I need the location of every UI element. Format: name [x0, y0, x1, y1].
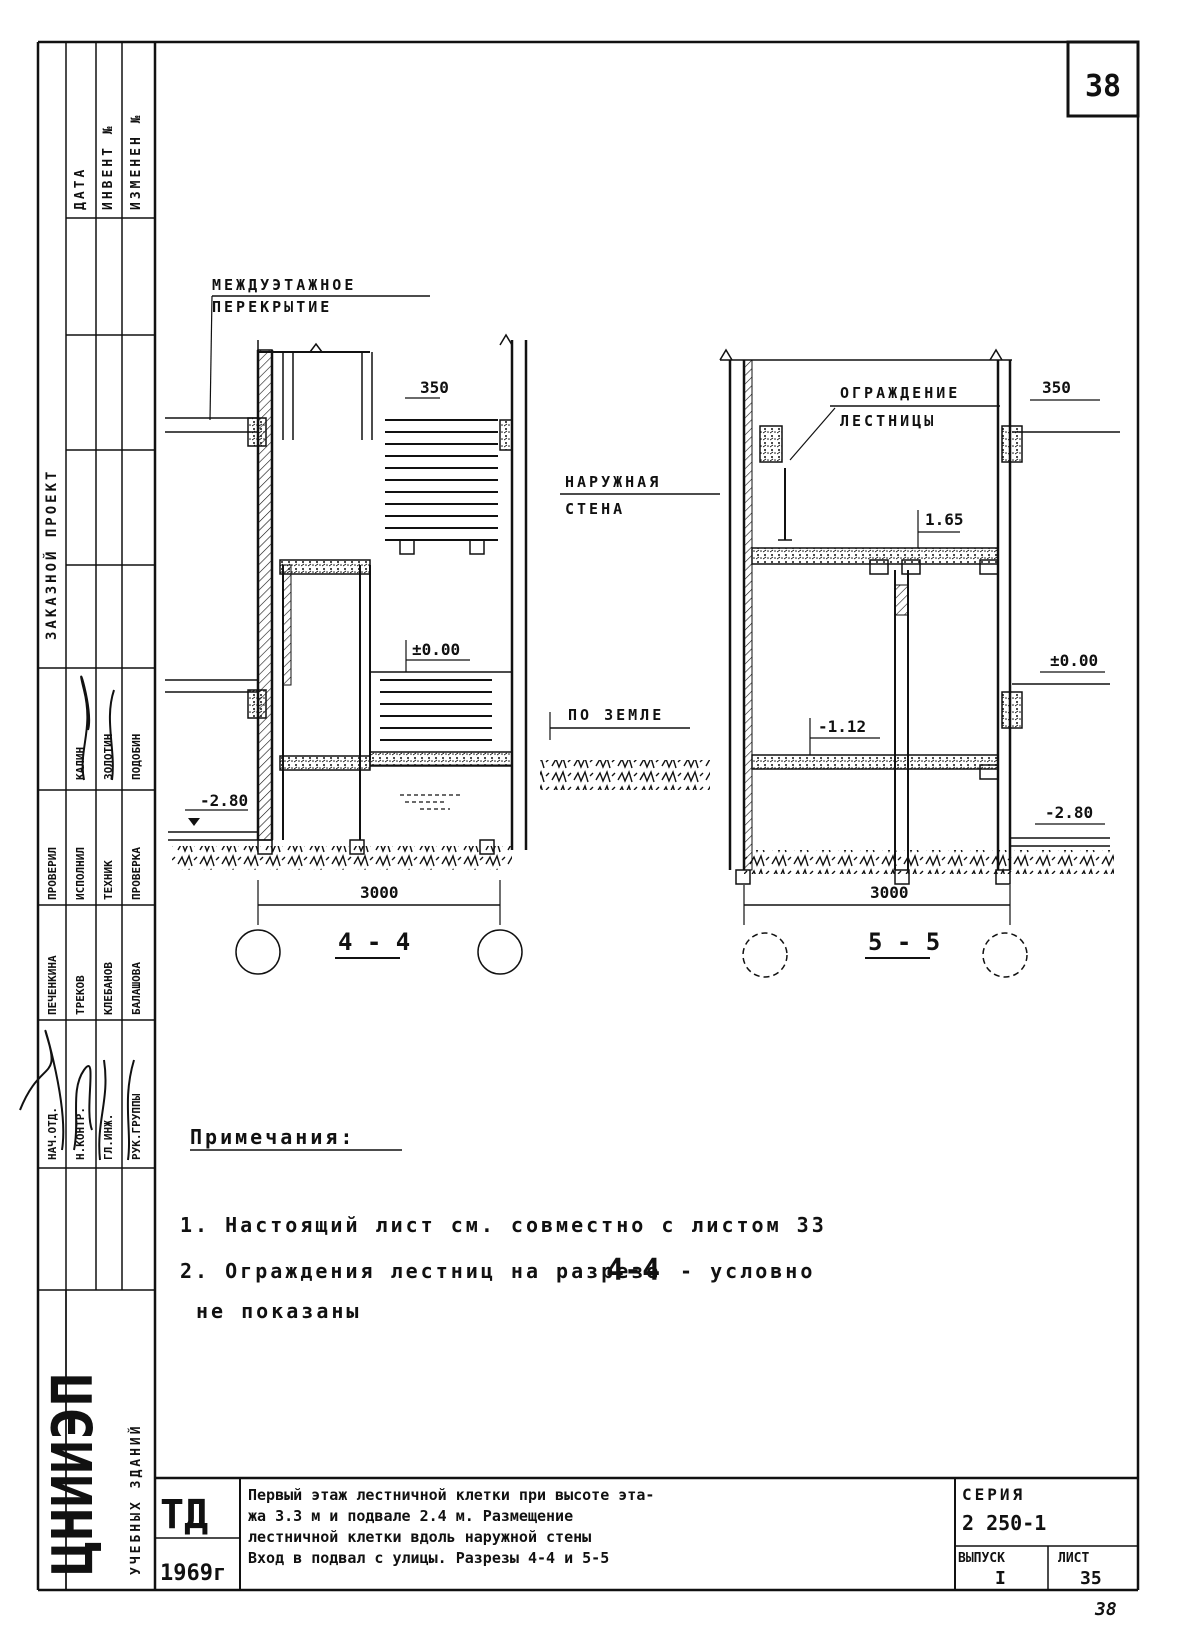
stamp-role-3: ГЛ.ИНЖ.	[102, 1114, 115, 1160]
dim-3000-left: 3000	[360, 883, 399, 902]
stamp-role-8: ПРОВЕРКА	[130, 847, 143, 900]
stamp-name-1: ТРЕКОВ	[74, 975, 87, 1015]
stamp-header-change: ИЗМЕНЕН №	[129, 113, 144, 210]
level-low-right: -2.80	[1045, 803, 1093, 822]
title-block	[155, 1476, 1138, 1590]
org-name: ЦНИИЭП	[41, 1373, 106, 1575]
dim-3000-right: 3000	[870, 883, 909, 902]
stamp-name-5: КАЛИН	[74, 747, 87, 780]
stamp-role-2: Н.КОНТР.	[74, 1107, 87, 1160]
label-outer-wall-1: НАРУЖНАЯ	[565, 473, 661, 491]
axis-circle-left-b	[477, 929, 523, 975]
label-ground: ПО ЗЕМЛЕ	[568, 706, 664, 724]
level-000-right: ±0.00	[1050, 651, 1098, 670]
label-stair-railing-2: ЛЕСТНИЦЫ	[840, 412, 936, 430]
title-code: ТД	[160, 1492, 208, 1538]
axis-circle-right-a	[742, 932, 788, 978]
sheet-number-bottom: 38	[1094, 1599, 1117, 1620]
handwritten-signatures	[19, 675, 135, 1161]
notes-heading: Примечания:	[190, 1125, 355, 1149]
note-2-line2: не показаны	[196, 1299, 361, 1323]
stamp-role-1: НАЧ.ОТД.	[46, 1107, 59, 1160]
title-line-1: Первый этаж лестничной клетки при высоте…	[248, 1486, 654, 1504]
stamp-role-4: РУК.ГРУППЫ	[130, 1093, 143, 1160]
level-low-left: -2.80	[200, 791, 248, 810]
stamp-header-date: ДАТА	[73, 167, 88, 210]
stamp-role-6: ИСПОЛНИЛ	[74, 847, 87, 900]
section-5-5-annotations: ОГРАЖДЕНИЕ ЛЕСТНИЦЫ 350 1.65 ±0.00 -1.12…	[742, 378, 1105, 978]
title-line-4: Вход в подвал с улицы. Разрезы 4-4 и 5-5	[248, 1549, 609, 1567]
org-subtitle: УЧЕБНЫХ ЗДАНИЙ	[128, 1423, 144, 1575]
series-label: СЕРИЯ	[962, 1485, 1025, 1504]
title-line-2: жа 3.3 м и подвале 2.4 м. Размещение	[248, 1507, 573, 1525]
sheet-label: ЛИСТ	[1058, 1551, 1089, 1566]
issue-label: ВЫПУСК	[958, 1551, 1005, 1566]
notes-block: Примечания: 1. Настоящий лист см. совмес…	[180, 1125, 827, 1323]
section-title-5-5: 5 - 5	[868, 928, 940, 956]
title-year: 1969г	[160, 1561, 226, 1586]
note-2-part2: - условно	[680, 1259, 815, 1283]
stamp-name-3: БАЛАШОВА	[130, 962, 143, 1015]
axis-circle-right-b	[982, 932, 1028, 978]
level-112-right: -1.12	[818, 717, 866, 736]
level-mid-left: ±0.00	[412, 640, 460, 659]
label-interfloor-slab-2: ПЕРЕКРЫТИЕ	[212, 298, 332, 316]
label-stair-railing-1: ОГРАЖДЕНИЕ	[840, 384, 960, 402]
section-4-4-annotations: МЕЖДУЭТАЖНОЕ ПЕРЕКРЫТИЕ 350 ±0.00 -2.80 …	[185, 276, 523, 975]
stamp-name-2: КЛЕБАНОВ	[102, 962, 115, 1015]
axis-circle-left-a	[235, 929, 281, 975]
section-4-4	[165, 333, 528, 870]
stamp-name-7: ПОДОБИН	[130, 734, 143, 780]
stamp-role-7: ТЕХНИК	[102, 860, 115, 900]
note-2-part1: 2. Ограждения лестниц на разрезе	[180, 1259, 661, 1283]
section-5-5	[719, 348, 1120, 885]
dim-350-left: 350	[420, 378, 449, 397]
middle-annotations: НАРУЖНАЯ СТЕНА ПО ЗЕМЛЕ	[540, 473, 720, 790]
note-1: 1. Настоящий лист см. совместно с листом…	[180, 1213, 827, 1237]
level-165-right: 1.65	[925, 510, 964, 529]
dim-350-right: 350	[1042, 378, 1071, 397]
series-value: 2 250-1	[962, 1511, 1046, 1535]
stamp-name-4: ПЕЧЕНКИНА	[46, 955, 59, 1015]
sheet-number-box: 38	[1066, 40, 1140, 118]
ground-hatch	[540, 760, 710, 790]
stamp-header-inventory: ИНВЕНТ №	[101, 123, 116, 210]
note-2-ref: 4-4	[606, 1253, 660, 1288]
section-title-4-4: 4 - 4	[338, 928, 410, 956]
sheet-value: 35	[1080, 1568, 1102, 1589]
title-line-3: лестничной клетки вдоль наружной стены	[248, 1528, 591, 1546]
stamp-role-5: ПРОВЕРИЛ	[46, 847, 59, 900]
label-interfloor-slab-1: МЕЖДУЭТАЖНОЕ	[212, 276, 356, 294]
sheet-frame	[36, 40, 1140, 1592]
issue-value: I	[995, 1568, 1006, 1589]
side-stamp-block	[38, 42, 155, 1590]
stamp-band-label: ЗАКАЗНОЙ ПРОЕКТ	[43, 469, 60, 640]
label-outer-wall-2: СТЕНА	[565, 500, 625, 518]
sheet-number-top: 38	[1085, 69, 1121, 104]
